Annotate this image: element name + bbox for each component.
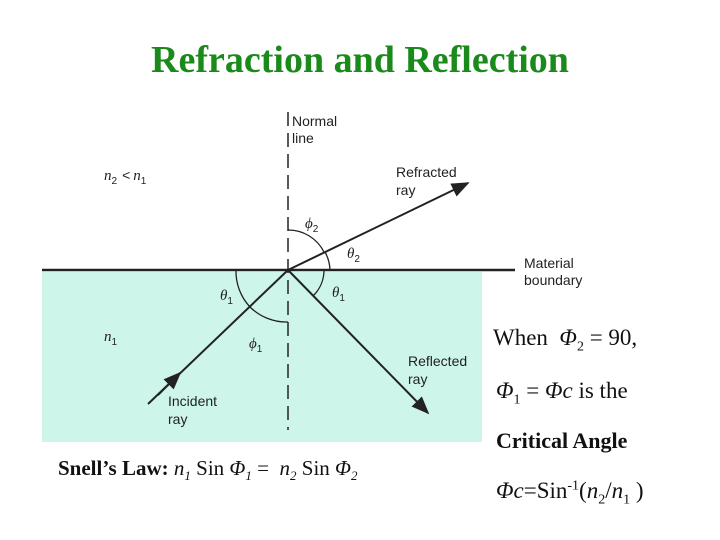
phi2-arc <box>287 229 325 253</box>
critical-angle-label: Critical Angle <box>496 428 628 453</box>
theta1-left-label: θ1 <box>220 288 233 307</box>
page-title: Refraction and Reflection <box>151 39 569 81</box>
reflected-ray <box>287 269 430 415</box>
theta2-label: θ2 <box>347 246 360 265</box>
incident-ray-arrow <box>157 371 182 396</box>
phi1-arc <box>249 306 289 323</box>
snells-law-equation: Snell’s Law: n1 Sin Φ1 = n2 Sin Φ2 <box>58 456 358 484</box>
critical-angle-formula: Φc=Sin-1(n2/n1 ) <box>496 478 644 508</box>
phi1-label: ϕ1 <box>249 336 263 355</box>
reflected-ray-label-2: ray <box>408 371 427 387</box>
theta1-right-arc <box>312 269 325 297</box>
normal-line-label-1: Normal <box>292 113 337 129</box>
reflected-ray-label-1: Reflected <box>408 353 467 369</box>
refracted-ray-label-2: ray <box>396 182 415 198</box>
n2-lt-n1-label: n2<n1 <box>104 167 147 187</box>
refracted-ray <box>287 182 470 271</box>
dense-medium-region <box>42 272 482 442</box>
material-boundary-label-1: Material <box>524 255 574 271</box>
theta1-right-label: θ1 <box>332 285 345 304</box>
phi2-label: ϕ2 <box>305 216 319 235</box>
when-condition-text: When Φ2 = 90, <box>493 325 638 355</box>
normal-line-label-2: line <box>292 130 314 146</box>
material-boundary-label-2: boundary <box>524 272 582 288</box>
n1-medium-label: n1 <box>104 329 118 348</box>
incident-ray-label-2: ray <box>168 411 187 427</box>
incident-ray-label-1: Incident <box>168 393 217 409</box>
theta2-arc <box>324 251 331 271</box>
critical-angle-equation: Φ1 = Φc is the <box>496 378 628 408</box>
refracted-ray-label-1: Refracted <box>396 164 457 180</box>
theta1-left-arc <box>235 269 251 308</box>
